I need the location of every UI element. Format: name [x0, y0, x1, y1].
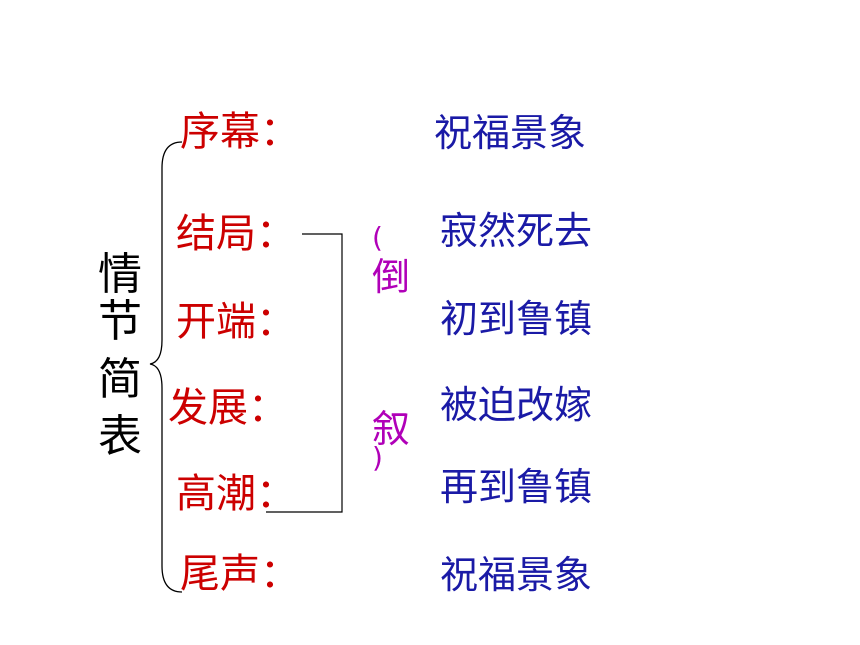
- stage-desc-ending: 寂然死去: [440, 209, 593, 253]
- stage-label-climax: 高潮：: [176, 471, 296, 517]
- flashback-close-paren: ): [372, 441, 383, 474]
- flashback-char-2: 叙: [372, 407, 411, 451]
- stage-label-ending: 结局：: [176, 211, 296, 257]
- title-char: 表: [98, 411, 142, 462]
- stage-desc-climax: 再到鲁镇: [440, 465, 593, 509]
- title-char: 情: [98, 249, 142, 300]
- flashback-open-paren: (: [372, 221, 383, 254]
- title-char: 简: [98, 354, 142, 405]
- flashback-char-1: 倒: [372, 255, 411, 299]
- flashback-bracket: [266, 233, 343, 513]
- stage-desc-prologue: 祝福景象: [434, 111, 587, 155]
- stage-label-beginning: 开端：: [176, 299, 296, 345]
- stage-label-prologue: 序幕：: [180, 109, 300, 155]
- stage-label-epilogue: 尾声：: [180, 551, 300, 597]
- stage-desc-beginning: 初到鲁镇: [440, 297, 593, 341]
- curly-brace: [149, 141, 183, 593]
- title-char: 节: [98, 296, 142, 347]
- stage-label-development: 发展：: [168, 385, 288, 431]
- stage-desc-epilogue: 祝福景象: [440, 553, 593, 597]
- stage-desc-development: 被迫改嫁: [440, 383, 593, 427]
